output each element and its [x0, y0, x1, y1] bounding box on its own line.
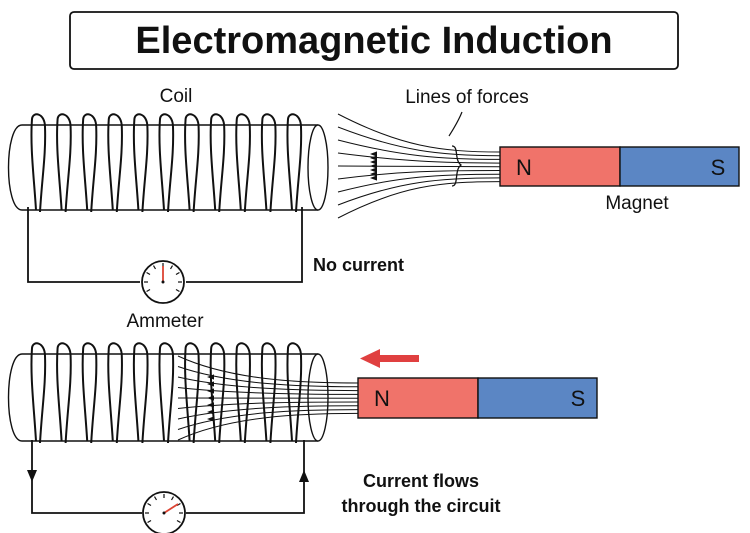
bottom-scene: N S Current flows through the circuit	[7, 342, 598, 533]
bottom-field-arrowhead	[207, 416, 214, 422]
top-scene: N S Coil Lines of forces Magnet No curre…	[7, 86, 740, 332]
bottom-coil-turn	[107, 342, 123, 444]
ammeter-label: Ammeter	[126, 311, 204, 332]
bottom-circuit-wire	[31, 440, 305, 514]
top-circuit-wire	[27, 207, 303, 283]
top-coil-turn	[209, 113, 226, 213]
bottom-coil-turn	[158, 342, 175, 444]
no-current-label: No current	[313, 255, 404, 275]
ammeter-tick	[146, 271, 151, 276]
ammeter-tick	[153, 496, 158, 501]
bottom-coil-turn	[286, 342, 303, 444]
lines-of-forces-label: Lines of forces	[405, 87, 529, 108]
coil-label: Coil	[160, 86, 193, 107]
bottom-ammeter-needle	[163, 503, 179, 514]
top-field-line	[337, 181, 501, 219]
bottom-ammeter	[142, 491, 186, 533]
top-coil-turn	[107, 113, 123, 213]
top-magnet-south	[619, 146, 740, 187]
ammeter-tick	[147, 519, 152, 524]
ammeter-tick	[170, 496, 175, 501]
ammeter-tick	[146, 288, 151, 293]
bottom-field-line	[177, 366, 359, 388]
ammeter-tick	[169, 265, 174, 270]
top-coil-turn	[235, 113, 251, 213]
top-coil-turn	[30, 113, 47, 213]
bottom-field-line	[177, 405, 359, 420]
top-field-arrowhead	[370, 163, 377, 169]
title-box: Electromagnetic Induction	[69, 11, 679, 70]
top-coil-turn	[158, 113, 175, 213]
bottom-coil	[7, 342, 359, 444]
bottom-field-lines	[177, 355, 359, 441]
bottom-coil-turn	[235, 342, 251, 444]
top-field-line	[337, 139, 501, 160]
top-field-arrowhead	[370, 171, 377, 177]
ammeter-tick	[152, 265, 157, 270]
bottom-field-line	[177, 409, 359, 430]
bottom-coil-turn	[260, 342, 277, 444]
top-field-line	[337, 170, 501, 180]
top-field-arrowhead	[370, 151, 377, 157]
top-coil-turn	[260, 113, 277, 213]
top-ammeter	[141, 260, 185, 304]
motion-arrow	[360, 349, 419, 368]
top-south-label: S	[711, 155, 726, 180]
magnet-label: Magnet	[605, 193, 669, 214]
top-coil-turn	[184, 113, 200, 213]
top-field-line	[337, 126, 501, 157]
diagram-title: Electromagnetic Induction	[135, 20, 612, 62]
ammeter-tick	[175, 288, 180, 293]
top-coil	[7, 113, 329, 213]
top-coil-turn	[56, 113, 72, 213]
top-field-line	[337, 177, 501, 206]
bottom-coil-turn	[81, 342, 98, 444]
bottom-field-line	[177, 355, 359, 384]
bottom-coil-turn	[209, 342, 226, 444]
top-magnet: N S	[499, 146, 740, 187]
ammeter-tick	[147, 502, 152, 507]
top-field-line	[337, 165, 501, 168]
top-field-line	[337, 113, 501, 153]
top-field-arrowhead	[370, 175, 377, 181]
top-north-label: N	[516, 155, 532, 180]
through-circuit-label: through the circuit	[342, 496, 501, 516]
current-arrow-left	[27, 470, 37, 482]
bottom-field-arrowhead	[207, 388, 214, 394]
top-coil-turn	[132, 113, 149, 213]
top-field-line	[337, 173, 501, 193]
bottom-coil-turn	[30, 342, 47, 444]
bottom-magnet: N S	[357, 377, 598, 419]
lines-brace	[451, 145, 463, 187]
current-arrow-right	[299, 470, 309, 482]
top-field-arrowhead	[370, 167, 377, 173]
current-flows-label: Current flows	[363, 471, 479, 491]
lines-label-leader	[448, 111, 463, 137]
bottom-north-label: N	[374, 386, 390, 411]
bottom-coil-turn	[184, 342, 200, 444]
ammeter-tick	[175, 271, 180, 276]
bottom-coil-turn	[56, 342, 72, 444]
ammeter-tick	[176, 519, 181, 524]
top-field-arrowhead	[370, 159, 377, 165]
top-field-line	[337, 152, 501, 164]
bottom-magnet-north	[357, 377, 479, 419]
top-field-lines	[337, 113, 501, 219]
top-field-arrowhead	[370, 155, 377, 161]
bottom-coil-turn	[132, 342, 149, 444]
bottom-magnet-south	[477, 377, 598, 419]
bottom-field-line	[177, 412, 359, 441]
bottom-south-label: S	[571, 386, 586, 411]
top-coil-turn	[81, 113, 98, 213]
top-coil-turn	[286, 113, 303, 213]
